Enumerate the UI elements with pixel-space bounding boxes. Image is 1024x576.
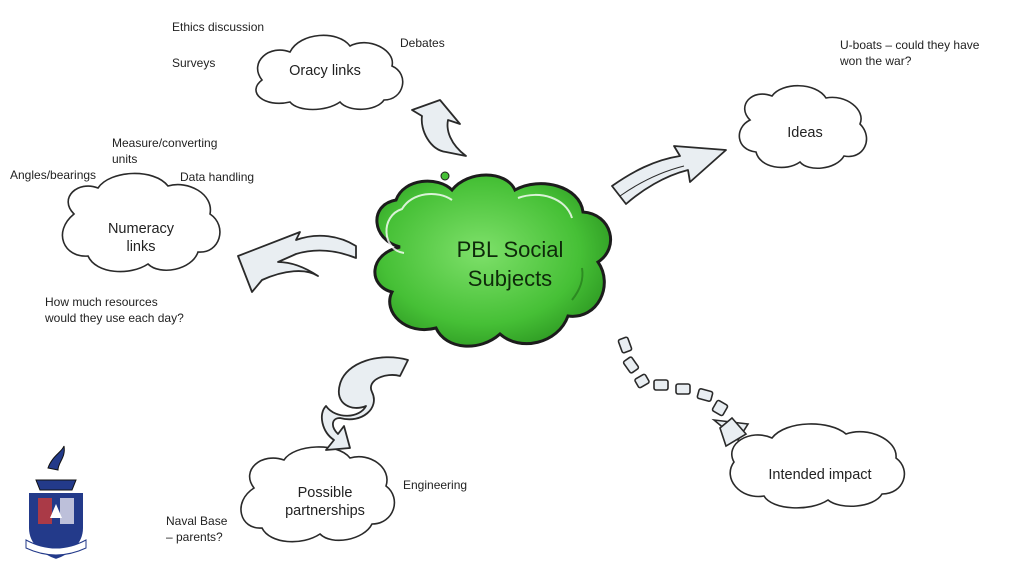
partnerships-label-line1: Possible <box>297 485 353 501</box>
oracy-cloud-shape <box>255 34 404 111</box>
note-uboats-line1: U-boats – could they have <box>840 38 980 52</box>
school-crest-logo <box>25 445 87 562</box>
note-naval-line2: – parents? <box>166 530 223 544</box>
note-uboats-line2: won the war? <box>840 54 912 68</box>
note-measure-line2: units <box>112 152 138 166</box>
arrow-to-numeracy <box>237 231 357 293</box>
numeracy-links-label-line1: Numeracy <box>107 221 175 237</box>
ideas-cloud-shape <box>738 85 868 169</box>
impact-cloud-shape <box>729 423 906 509</box>
central-cloud-shape <box>373 173 613 348</box>
numeracy-cloud-shape <box>61 172 221 273</box>
note-engineering: Engineering <box>403 478 468 492</box>
arrow-to-impact <box>617 336 750 448</box>
arrow-to-oracy <box>411 99 467 157</box>
note-ethics-discussion: Ethics discussion <box>172 20 265 34</box>
arrow-to-partnerships <box>320 356 409 451</box>
note-surveys: Surveys <box>172 56 216 70</box>
ideas-label: Ideas <box>787 125 823 141</box>
note-naval-line1: Naval Base <box>166 514 228 528</box>
note-resources-line2: would they use each day? <box>45 311 184 325</box>
central-topic-line2: Subjects <box>467 266 553 291</box>
note-data-handling: Data handling <box>180 170 255 184</box>
intended-impact-label: Intended impact <box>768 467 872 483</box>
note-debates: Debates <box>400 36 445 50</box>
note-resources-line1: How much resources <box>45 295 158 309</box>
oracy-links-label: Oracy links <box>289 63 361 79</box>
central-topic-label: PBL Social Subjects <box>420 235 600 293</box>
arrow-to-ideas <box>611 145 727 205</box>
note-angles-bearings: Angles/bearings <box>10 168 97 182</box>
partnerships-label-line2: partnerships <box>285 503 365 519</box>
numeracy-links-label-line2: links <box>126 239 156 255</box>
central-topic-line1: PBL Social <box>456 237 564 262</box>
partnerships-cloud-shape <box>240 446 396 543</box>
note-measure-line1: Measure/converting <box>112 136 218 150</box>
